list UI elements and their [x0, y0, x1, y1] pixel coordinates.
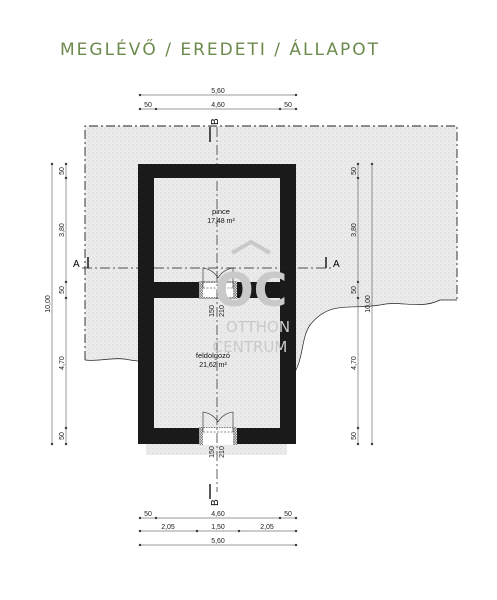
dim-left-top-margin: 50: [59, 167, 66, 175]
section-label-a-left: A: [73, 259, 80, 270]
door-entry-width: 150: [209, 446, 216, 458]
dim-right-upper: 3,80: [351, 223, 358, 237]
dimension-right: [356, 162, 374, 446]
section-label-b-top: B: [210, 118, 221, 125]
door-inner-width: 150: [209, 305, 216, 317]
section-label-a-right: A: [333, 259, 340, 270]
dim-top-right-margin: 50: [284, 102, 292, 109]
dim-top-inner: 4,60: [211, 102, 225, 109]
watermark-line2: CENTRUM: [213, 338, 288, 356]
watermark-line1: OTTHON: [226, 318, 290, 336]
section-label-b-bottom: B: [210, 499, 221, 506]
dim-left-total: 10,00: [45, 295, 52, 313]
dim-bottom-total: 5,60: [211, 538, 225, 545]
door-entry-height: 210: [219, 446, 226, 458]
dim-right-bottom-margin: 50: [351, 432, 358, 440]
dim-bottom-inner: 4,60: [211, 511, 225, 518]
dimension-left: [50, 162, 68, 446]
dim-right-middle: 50: [351, 286, 358, 294]
watermark: OC OTTHON CENTRUM: [213, 239, 290, 356]
dim-bottom-seg1: 2,05: [161, 524, 175, 531]
dim-bottom-left-margin: 50: [144, 511, 152, 518]
dim-top-left-margin: 50: [144, 102, 152, 109]
page-title: MEGLÉVŐ / EREDETI / ÁLLAPOT: [60, 40, 381, 60]
room-area-pince: 17,48 m²: [207, 218, 235, 225]
dimension-bottom: [138, 516, 298, 547]
dim-bottom-seg2: 1,50: [211, 524, 225, 531]
dim-bottom-seg3: 2,05: [260, 524, 274, 531]
watermark-logo: OC: [215, 263, 288, 317]
dim-left-lower: 4,70: [59, 356, 66, 370]
dim-right-lower: 4,70: [351, 356, 358, 370]
section-line-a: [82, 257, 332, 269]
dim-left-middle: 50: [59, 286, 66, 294]
dimension-top: [138, 93, 298, 111]
door-inner-height: 210: [219, 305, 226, 317]
room-name-pince: pince: [212, 207, 230, 216]
dim-bottom-right-margin: 50: [284, 511, 292, 518]
dim-left-bottom-margin: 50: [59, 432, 66, 440]
room-area-feldolgozo: 21,62 m²: [199, 362, 227, 369]
section-line-b: [209, 127, 218, 499]
room-name-feldolgozo: feldolgozó: [196, 351, 230, 360]
dim-right-total: 10,00: [365, 295, 372, 313]
dim-top-total: 5,60: [211, 88, 225, 95]
dim-left-upper: 3,80: [59, 223, 66, 237]
dim-right-top-margin: 50: [351, 167, 358, 175]
